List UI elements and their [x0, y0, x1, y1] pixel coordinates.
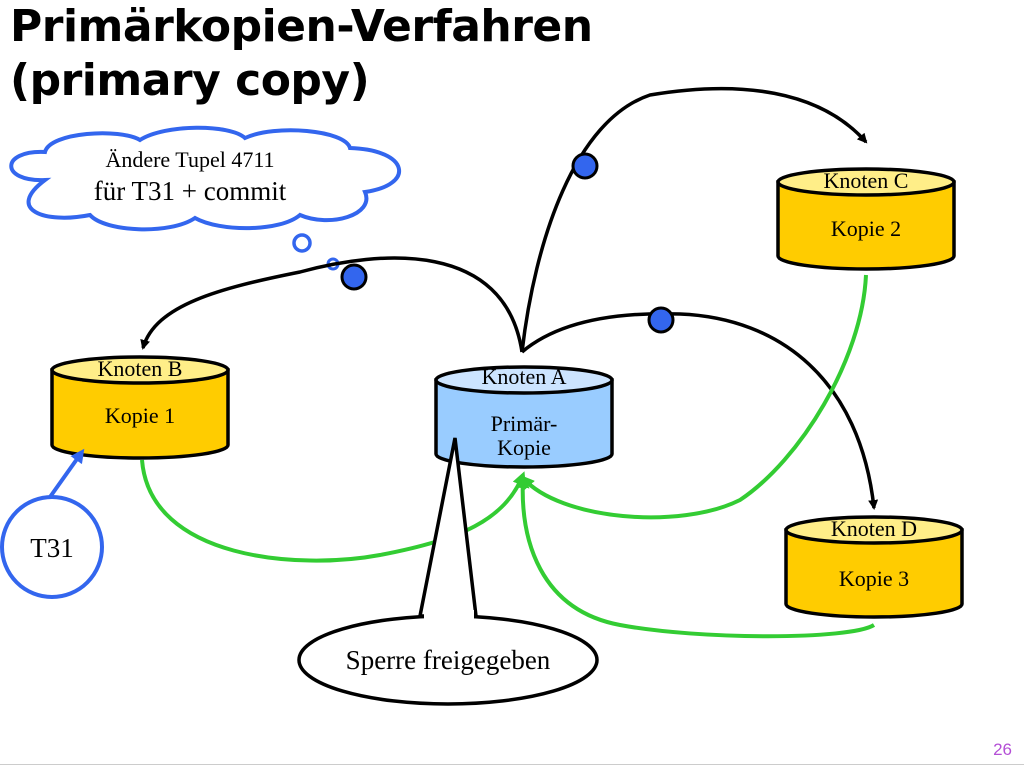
node-a-content-line-2: Kopie	[497, 435, 551, 460]
title-line-2: (primary copy)	[10, 55, 370, 106]
cloud-shape	[9, 125, 402, 232]
message-dot-d	[647, 306, 675, 334]
ack-c-to-a	[520, 274, 868, 520]
node-b-cylinder: Knoten B Kopie 1	[50, 355, 230, 460]
propagation-arcs	[140, 86, 879, 510]
thought-text-line-1: Ändere Tupel 4711	[105, 147, 274, 172]
node-b-content: Kopie 1	[105, 403, 175, 428]
message-dot-b	[340, 263, 368, 291]
t31-label: T31	[30, 533, 74, 563]
node-a-cylinder: Knoten A Primär- Kopie	[434, 364, 614, 469]
node-d-cylinder: Knoten D Kopie 3	[784, 515, 964, 619]
t31-circle	[0, 495, 104, 599]
thought-text-line-2: für T31 + commit	[94, 176, 287, 206]
transaction-t31: T31	[0, 448, 104, 599]
node-c-label: Knoten C	[824, 168, 909, 193]
ack-d-to-a	[515, 474, 876, 639]
message-dot-c	[571, 152, 599, 180]
lock-released-callout: Sperre freigegeben	[297, 437, 599, 706]
node-b-label: Knoten B	[98, 356, 183, 381]
node-a-label: Knoten A	[482, 364, 567, 389]
node-d-label: Knoten D	[831, 516, 917, 541]
callout-text: Sperre freigegeben	[346, 645, 551, 675]
ack-arcs	[140, 274, 876, 639]
t31-pointer	[48, 448, 85, 499]
arc-a-to-b	[140, 256, 524, 353]
thought-cloud: Ändere Tupel 4711 für T31 + commit	[9, 125, 402, 271]
node-c-content: Kopie 2	[831, 216, 901, 241]
footer-divider	[0, 764, 1024, 765]
arc-a-to-d	[520, 311, 879, 510]
thought-bubble-large	[292, 233, 312, 253]
title-line-1: Primärkopien-Verfahren	[10, 1, 593, 52]
arc-a-to-c	[520, 86, 868, 353]
page-number: 26	[993, 740, 1012, 759]
node-a-content-line-1: Primär-	[491, 411, 558, 436]
node-c-cylinder: Knoten C Kopie 2	[776, 167, 956, 271]
callout-joint-mask	[424, 610, 474, 622]
node-d-content: Kopie 3	[839, 566, 909, 591]
ack-b-to-a	[140, 459, 526, 563]
slide-title: Primärkopien-Verfahren (primary copy)	[10, 0, 593, 108]
